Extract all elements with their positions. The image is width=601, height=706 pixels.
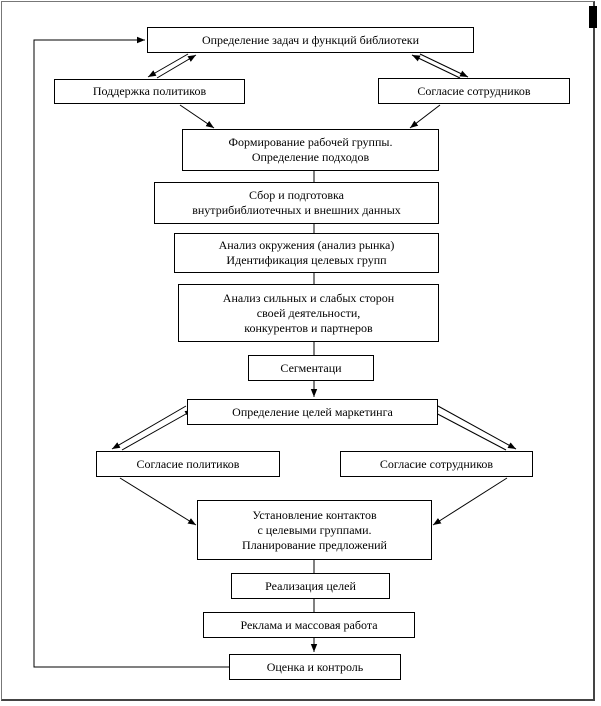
node-goal-realization: Реализация целей: [231, 573, 390, 599]
feedback-loop-arrow: [33, 36, 229, 668]
node-label: Сбор и подготовка внутрибиблиотечных и в…: [192, 188, 401, 217]
node-evaluation-control: Оценка и контроль: [229, 654, 401, 680]
arrow-staff-to-goals: [429, 409, 507, 451]
node-tasks-functions: Определение задач и функций библиотеки: [147, 27, 474, 53]
node-label: Определение целей маркетинга: [232, 404, 393, 419]
arrow-support-to-group: [179, 104, 215, 129]
arrow-tasks-to-support: [147, 53, 189, 78]
node-label: Реализация целей: [265, 578, 356, 593]
node-support-politicians: Поддержка политиков: [54, 79, 245, 104]
node-consent-staff-bottom: Согласие сотрудников: [340, 451, 533, 477]
arrow-tasks-to-staff: [419, 53, 469, 78]
node-label: Согласие сотрудников: [417, 83, 531, 98]
node-label: Поддержка политиков: [92, 84, 207, 98]
node-marketing-goals: Определение целей маркетинга: [187, 399, 438, 425]
node-label: Оценка и контроль: [266, 659, 364, 674]
arrow-support-to-tasks: [156, 54, 197, 79]
arrow-politicians-to-goals: [121, 409, 194, 451]
arrow-staff-to-contacts: [432, 477, 508, 526]
arrow-staff-to-group: [409, 104, 441, 129]
node-label: Формирование рабочей группы. Определение…: [228, 135, 393, 164]
node-label: Реклама и массовая работа: [240, 617, 378, 632]
node-swot-analysis: Анализ сильных и слабых сторон своей дея…: [178, 284, 439, 342]
node-advertising: Реклама и массовая работа: [203, 612, 415, 638]
node-working-group: Формирование рабочей группы. Определение…: [182, 129, 439, 171]
corner-mark: [589, 6, 597, 28]
arrow-politicians-to-contacts: [119, 477, 197, 526]
node-label: Сегментаци: [280, 360, 342, 375]
node-consent-staff-top: Согласие сотрудников: [378, 78, 570, 104]
node-label: Установление контактов с целевыми группа…: [242, 507, 387, 552]
node-label: Определение задач и функций библиотеки: [201, 32, 420, 47]
node-label: Согласие сотрудников: [379, 456, 494, 471]
arrow-staff-to-tasks: [411, 54, 461, 79]
arrow-goals-to-staff: [437, 405, 517, 450]
node-label: Согласие политиков: [136, 456, 240, 471]
node-data-collection: Сбор и подготовка внутрибиблиотечных и в…: [154, 182, 439, 224]
node-label: Анализ окружения (анализ рынка) Идентифи…: [218, 238, 395, 267]
node-segmentation: Сегментаци: [248, 355, 374, 381]
arrow-goals-to-politicians: [111, 405, 187, 450]
figure-frame: [1, 1, 595, 701]
node-label: Анализ сильных и слабых сторон своей дея…: [222, 290, 395, 335]
node-contacts: Установление контактов с целевыми группа…: [197, 500, 432, 560]
node-consent-politicians: Согласие политиков: [96, 451, 280, 477]
node-environment-analysis: Анализ окружения (анализ рынка) Идентифи…: [174, 233, 439, 273]
